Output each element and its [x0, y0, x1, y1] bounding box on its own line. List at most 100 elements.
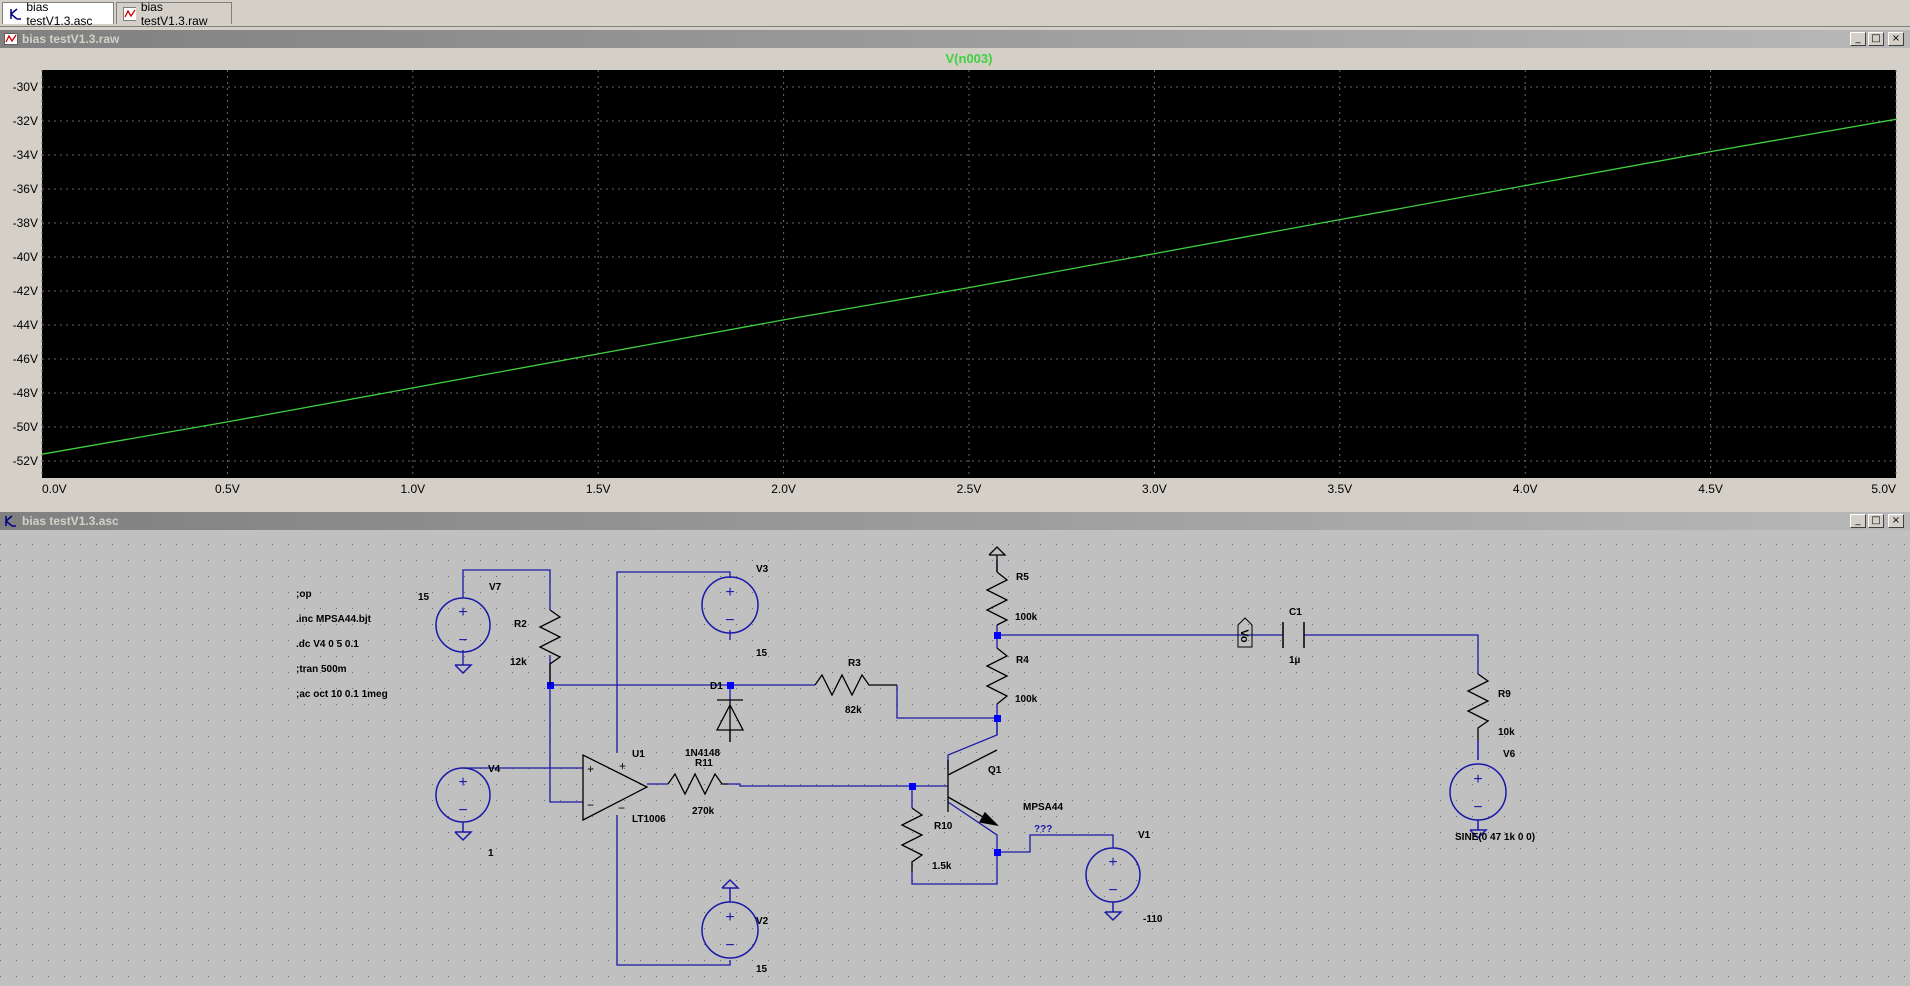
- voltage-source-v4[interactable]: + −: [435, 767, 491, 842]
- label-v2: V2: [756, 916, 769, 927]
- svg-text:−: −: [458, 632, 467, 649]
- voltage-source-v7[interactable]: + −: [435, 597, 491, 675]
- label-v3-value: 15: [756, 648, 768, 659]
- label-r5-value: 100k: [1015, 612, 1038, 623]
- schematic-icon: [10, 7, 21, 20]
- voltage-source-v2[interactable]: + −: [701, 878, 759, 959]
- svg-text:+: +: [619, 759, 626, 773]
- restore-button[interactable]: □: [1868, 514, 1884, 528]
- svg-text:−: −: [458, 802, 467, 819]
- resistor-r9[interactable]: [1466, 673, 1490, 740]
- waveform-icon: [123, 6, 136, 21]
- restore-button[interactable]: □: [1868, 32, 1884, 46]
- svg-text:+: +: [1108, 854, 1117, 871]
- x-tick-label: 4.0V: [1513, 482, 1538, 496]
- y-tick-label: -52V: [13, 454, 38, 468]
- label-v1: V1: [1138, 830, 1151, 841]
- svg-text:+: +: [458, 604, 467, 621]
- x-tick-label: 5.0V: [1871, 482, 1896, 496]
- voltage-source-v3[interactable]: + −: [701, 576, 759, 634]
- directive-ac[interactable]: ;ac oct 10 0.1 1meg: [296, 689, 388, 700]
- label-d1: D1: [710, 681, 723, 692]
- svg-text:−: −: [618, 801, 625, 815]
- svg-text:+: +: [458, 774, 467, 791]
- resistor-r3[interactable]: [814, 673, 897, 697]
- x-tick-label: 4.5V: [1698, 482, 1723, 496]
- y-tick-label: -30V: [13, 80, 38, 94]
- label-r4-value: 100k: [1015, 694, 1038, 705]
- svg-text:−: −: [725, 937, 734, 954]
- label-r10: R10: [934, 821, 953, 832]
- directive-tran[interactable]: ;tran 500m: [296, 664, 347, 675]
- net-label-vo[interactable]: Vo: [1237, 617, 1253, 648]
- label-v7-value: 15: [418, 592, 430, 603]
- waveform-titlebar[interactable]: bias testV1.3.raw _ □ ×: [0, 30, 1910, 48]
- resistor-r4[interactable]: [985, 647, 1009, 705]
- resistor-r5[interactable]: [985, 571, 1009, 626]
- label-r9: R9: [1498, 689, 1511, 700]
- y-tick-label: -46V: [13, 352, 38, 366]
- resistor-r11[interactable]: [667, 772, 728, 796]
- label-r3: R3: [848, 658, 861, 669]
- schematic-canvas[interactable]: ;op .inc MPSA44.bjt .dc V4 0 5 0.1 ;tran…: [0, 530, 1910, 986]
- label-v2-value: 15: [756, 964, 768, 975]
- label-v3: V3: [756, 564, 769, 575]
- x-tick-label: 0.0V: [42, 482, 67, 496]
- window-title: bias testV1.3.raw: [22, 32, 120, 46]
- directive-op[interactable]: ;op: [296, 589, 312, 600]
- label-v7: V7: [489, 582, 502, 593]
- transistor-q1[interactable]: [947, 749, 999, 826]
- x-tick-label: 3.0V: [1142, 482, 1167, 496]
- x-tick-label: 3.5V: [1327, 482, 1352, 496]
- svg-text:+: +: [725, 909, 734, 926]
- y-tick-label: -50V: [13, 420, 38, 434]
- label-r2-value: 12k: [510, 657, 527, 668]
- svg-text:−: −: [725, 612, 734, 629]
- diode-d1[interactable]: [715, 699, 745, 742]
- y-tick-label: -44V: [13, 318, 38, 332]
- trace-label[interactable]: V(n003): [946, 51, 993, 66]
- svg-text:−: −: [1473, 799, 1482, 816]
- directive-dc-sweep[interactable]: .dc V4 0 5 0.1: [296, 639, 359, 650]
- resistor-r2[interactable]: [538, 609, 562, 685]
- tab-waveform[interactable]: bias testV1.3.raw: [116, 0, 232, 28]
- voltage-source-v1[interactable]: + −: [1085, 847, 1141, 922]
- y-tick-label: -32V: [13, 114, 38, 128]
- x-tick-label: 0.5V: [215, 482, 240, 496]
- minimize-button[interactable]: _: [1850, 32, 1866, 46]
- y-tick-label: -38V: [13, 216, 38, 230]
- svg-text:−: −: [1108, 882, 1117, 899]
- waveform-plot[interactable]: -30V-32V-34V-36V-38V-40V-42V-44V-46V-48V…: [0, 48, 1910, 510]
- label-r2: R2: [514, 619, 527, 630]
- svg-text:Vo: Vo: [1238, 629, 1250, 643]
- spice-directives: ;op .inc MPSA44.bjt .dc V4 0 5 0.1 ;tran…: [296, 589, 388, 700]
- resistor-r10[interactable]: [900, 807, 924, 872]
- schematic-icon: [5, 515, 16, 527]
- label-v4-value: 1: [488, 848, 494, 859]
- waveform-icon: [4, 33, 18, 45]
- opamp-u1[interactable]: + − + −: [582, 753, 649, 822]
- close-button[interactable]: ×: [1888, 32, 1904, 46]
- plot-grid: [41, 70, 1897, 478]
- sources: + − + − + − + −: [435, 576, 1507, 959]
- label-u1: U1: [632, 749, 645, 760]
- capacitor-c1[interactable]: [1282, 622, 1305, 648]
- tab-label: bias testV1.3.asc: [26, 0, 93, 28]
- tab-label: bias testV1.3.raw: [140, 0, 208, 28]
- y-tick-label: -42V: [13, 284, 38, 298]
- minimize-button[interactable]: _: [1850, 514, 1866, 528]
- label-v4: V4: [488, 764, 501, 775]
- schematic-titlebar[interactable]: bias testV1.3.asc _ □ ×: [0, 512, 1910, 530]
- tab-schematic[interactable]: bias testV1.3.asc: [2, 0, 114, 28]
- label-r9-value: 10k: [1498, 727, 1515, 738]
- x-tick-label: 1.0V: [400, 482, 425, 496]
- junctions: [547, 632, 1001, 856]
- svg-text:+: +: [725, 584, 734, 601]
- waveform-window: bias testV1.3.raw _ □ × -30V-32V-34V-36V…: [0, 30, 1910, 510]
- label-v6-value: SINE(0 47 1k 0 0): [1455, 832, 1535, 843]
- y-axis-ticks: -30V-32V-34V-36V-38V-40V-42V-44V-46V-48V…: [13, 80, 38, 468]
- directive-include[interactable]: .inc MPSA44.bjt: [296, 614, 372, 625]
- close-button[interactable]: ×: [1888, 514, 1904, 528]
- voltage-source-v6[interactable]: + −: [1449, 763, 1507, 840]
- label-net-unknown: ???: [1034, 824, 1052, 835]
